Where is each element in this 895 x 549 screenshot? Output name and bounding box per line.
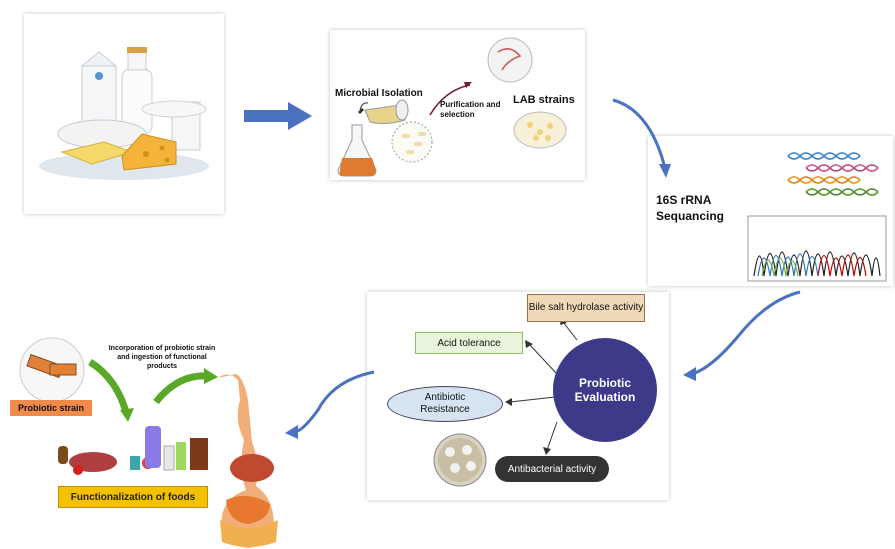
dairy-products-illustration	[39, 47, 209, 180]
incorporation-label: Incorporation of probiotic strain and in…	[108, 345, 216, 370]
purification-label: Purification and selection	[440, 100, 501, 119]
isolation-panel: Microbial Isolation Purification and sel…	[330, 30, 585, 180]
functionalization-label: Functionalization of foods	[58, 486, 208, 508]
antibacterial-activity-box: Antibacterial activity	[495, 456, 609, 482]
evaluation-panel: Bile salt hydrolase activity Acid tolera…	[367, 292, 669, 500]
sequencing-title: 16S rRNA Sequancing	[656, 193, 725, 223]
dna-chromatogram-illustration	[747, 152, 887, 282]
lab-strains-label: LAB strains	[513, 94, 575, 106]
right-arrow-head	[288, 102, 312, 130]
acid-tolerance-box: Acid tolerance	[415, 332, 523, 354]
right-arrow-shaft	[244, 110, 290, 122]
antibiotic-resistance-ellipse: Antibiotic Resistance	[387, 386, 503, 422]
functional-foods-panel: Incorporation of probiotic strain and in…	[8, 330, 308, 548]
functional-foods-illustration	[19, 337, 278, 548]
probiotic-strain-label: Probiotic strain	[10, 400, 92, 416]
dairy-products-panel	[24, 14, 224, 214]
sequencing-panel: 16S rRNA Sequancing	[648, 136, 893, 286]
microbial-isolation-label: Microbial Isolation	[335, 88, 423, 99]
probiotic-evaluation-circle: Probiotic Evaluation	[553, 338, 657, 442]
evaluation-connectors	[433, 319, 578, 487]
curved-arrow-to-evaluation	[691, 290, 801, 376]
bile-salt-hydrolase-box: Bile salt hydrolase activity	[527, 294, 645, 322]
isolation-illustration	[337, 37, 567, 177]
